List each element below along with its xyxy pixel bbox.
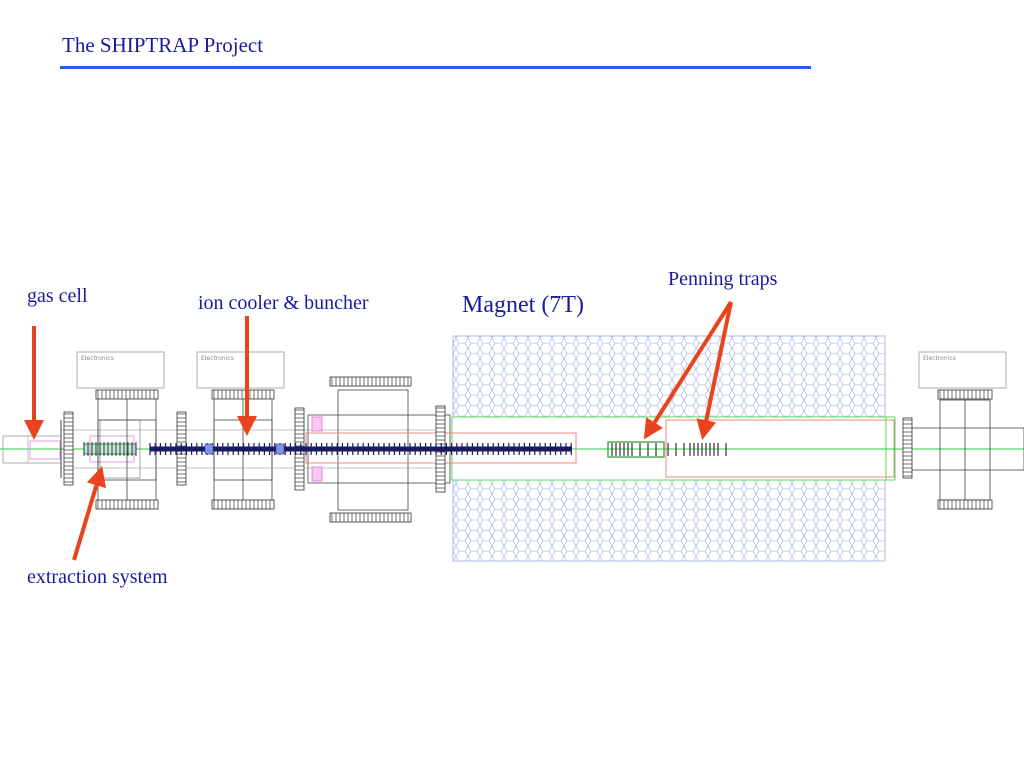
label-extraction-system: extraction system (27, 566, 168, 588)
page-title: The SHIPTRAP Project (62, 33, 264, 57)
arrow-penning-2 (696, 301, 733, 440)
electronics-box-1: Electronics (76, 351, 165, 389)
svg-text:Electronics: Electronics (201, 355, 234, 362)
annotation-arrows (24, 300, 733, 561)
pink-electrodes (311, 416, 323, 482)
title-underline (60, 66, 811, 69)
electronics-box-3: Electronics (918, 351, 1007, 389)
penning-trap-electrodes (607, 441, 727, 458)
arrow-penning-1 (643, 300, 733, 440)
label-ion-cooler-buncher: ion cooler & buncher (198, 292, 369, 314)
label-magnet: Magnet (7T) (462, 292, 584, 318)
arrow-extraction (72, 466, 106, 561)
label-gas-cell: gas cell (27, 285, 88, 307)
electronics-box-2: Electronics (196, 351, 285, 389)
svg-text:Electronics: Electronics (81, 355, 114, 362)
label-penning-traps: Penning traps (668, 268, 778, 290)
svg-text:Electronics: Electronics (923, 355, 956, 362)
ion-cooler-rods (83, 442, 572, 456)
